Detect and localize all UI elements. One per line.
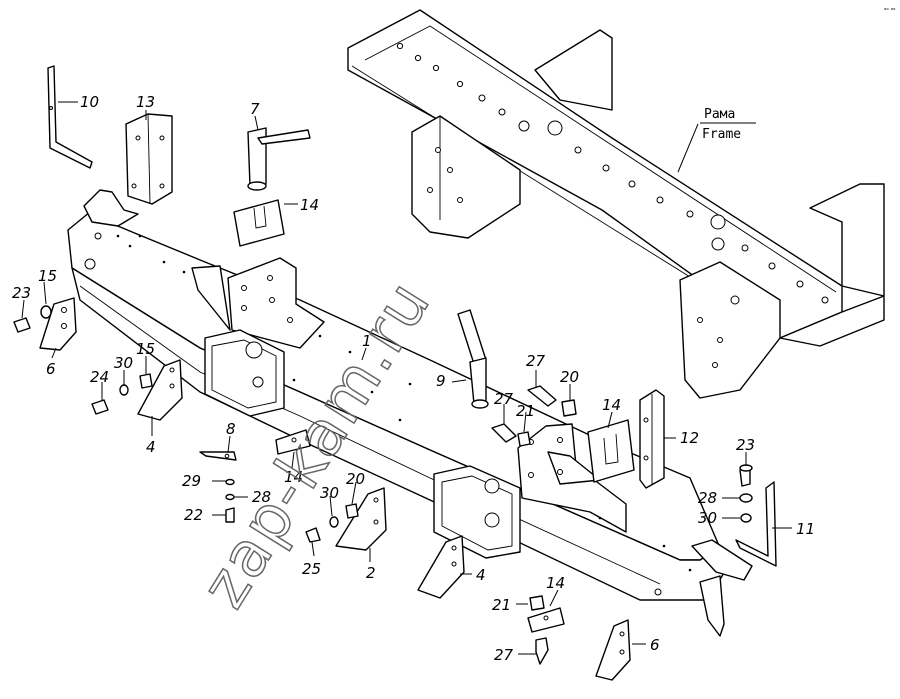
callout-4-left: 4	[146, 438, 156, 456]
pin-7	[247, 127, 311, 191]
nut-22-lower	[529, 595, 545, 611]
callout-25-left: 24	[90, 368, 109, 386]
washer-30-center	[329, 516, 339, 528]
bolt-27-upper	[491, 423, 517, 443]
corner-mark: ᵃᵒ ᵃᵃ	[884, 7, 895, 14]
callout-13: 13	[136, 93, 155, 111]
nut-22-mid	[517, 431, 531, 447]
callout-10: 10	[80, 93, 99, 111]
washer-20	[40, 305, 52, 319]
callout-12: 12	[680, 429, 699, 447]
callout-24: 23	[12, 284, 31, 302]
callout-28-right: 28	[698, 489, 717, 507]
bracket-4-right	[417, 535, 465, 599]
small-parts-29-28-23	[225, 478, 235, 523]
plate-15-upper	[275, 429, 311, 455]
callout-23-left: 22	[184, 506, 203, 524]
nut-21-left	[139, 373, 153, 389]
callout-30-right: 30	[698, 509, 717, 527]
vehicle-frame: Рама Frame	[347, 9, 885, 399]
callout-22-upper: 20	[560, 368, 579, 386]
callout-15-lower: 14	[546, 574, 565, 592]
callout-20: 15	[38, 267, 57, 285]
frame-label-ru: Рама	[704, 107, 735, 122]
pin-8	[457, 309, 489, 409]
bolt-24	[13, 317, 31, 333]
callout-26: 27	[526, 352, 546, 370]
callout-30-left: 30	[114, 354, 133, 372]
callout-1: 1	[362, 332, 372, 350]
bracket-6-left	[39, 297, 77, 351]
bolt-25-center	[305, 527, 321, 543]
callout-30-center: 30	[320, 484, 339, 502]
callout-4-right: 4	[476, 566, 486, 584]
callout-22-lower: 21	[492, 596, 511, 614]
callout-2: 2	[366, 564, 376, 582]
washer-30-left	[119, 384, 129, 396]
callout-25-center: 25	[302, 560, 321, 578]
callout-15-upper: 14	[284, 468, 303, 486]
bracket-12	[639, 389, 665, 489]
bumper-beam	[67, 189, 753, 637]
callout-21-center: 20	[346, 470, 365, 488]
callout-14-left: 14	[300, 196, 319, 214]
leader-lines	[21, 101, 792, 655]
callout-23-right: 23	[736, 436, 755, 454]
bolt-27-lower	[535, 637, 549, 665]
bracket-4-left	[137, 359, 183, 421]
callout-28-left: 28	[252, 488, 271, 506]
callout-22-mid: 21	[516, 402, 535, 420]
bracket-13	[125, 113, 173, 205]
callout-11: 11	[796, 520, 815, 538]
bracket-2-left	[335, 487, 387, 551]
plate-15-lower	[527, 607, 565, 633]
callout-6-left: 6	[46, 360, 56, 378]
callout-7: 7	[250, 100, 260, 118]
bolt-23-right	[739, 464, 753, 487]
clip-9	[199, 451, 237, 461]
callout-8: 9	[436, 372, 446, 390]
washer-28-right	[739, 493, 753, 503]
callout-21-left: 15	[136, 340, 155, 358]
frame-label-en: Frame	[702, 127, 741, 142]
plate-14-right	[587, 419, 635, 483]
bracket-6-right	[595, 619, 631, 681]
nut-22-upper	[561, 399, 577, 417]
bolt-25-left	[91, 399, 109, 415]
nut-21-center	[345, 503, 359, 519]
callout-labels: 10 13 7 14 15 23 6 24 30 15 4 8 29 28 22…	[12, 93, 815, 664]
callout-14-right: 14	[602, 396, 621, 414]
plate-14-left	[233, 199, 285, 247]
callout-29: 29	[182, 472, 201, 490]
callout-9: 8	[226, 420, 236, 438]
angle-bracket-10	[47, 65, 93, 169]
angle-bracket-11	[735, 481, 777, 567]
washer-30-right	[740, 513, 752, 523]
callout-27-upper: 27	[494, 390, 514, 408]
callout-6-right: 6	[650, 636, 660, 654]
callout-27-lower: 27	[494, 646, 514, 664]
